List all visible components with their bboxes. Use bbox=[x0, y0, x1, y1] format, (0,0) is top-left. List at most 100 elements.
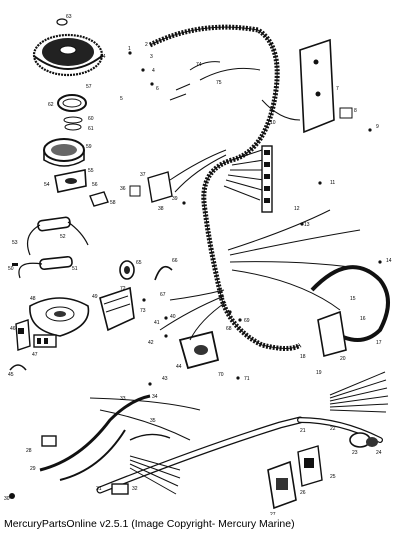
remote-cable-part[interactable] bbox=[297, 417, 383, 443]
callout-number: 33 bbox=[120, 396, 126, 402]
callout-number: 10 bbox=[270, 120, 276, 126]
callout-number: 66 bbox=[172, 258, 178, 264]
callout-number: 56 bbox=[92, 182, 98, 188]
callout-number: 70 bbox=[218, 372, 224, 378]
callout-number: 26 bbox=[300, 490, 306, 496]
callout-number: 32 bbox=[132, 486, 138, 492]
callout-number: 47 bbox=[32, 352, 38, 358]
callout-number: 19 bbox=[316, 370, 322, 376]
wire-bundle-part[interactable] bbox=[329, 371, 389, 413]
callout-number: 16 bbox=[360, 316, 366, 322]
callout-number: 30 bbox=[4, 496, 10, 502]
callout-number: 12 bbox=[294, 206, 300, 212]
callout-number: 3 bbox=[150, 54, 153, 60]
mounting-plate-part[interactable] bbox=[299, 38, 353, 134]
clip-part[interactable] bbox=[15, 319, 31, 351]
flywheel-part[interactable] bbox=[32, 33, 104, 77]
key-switch-part[interactable] bbox=[349, 432, 378, 448]
callout-number: 67 bbox=[160, 292, 166, 298]
callout-number: 14 bbox=[386, 258, 392, 264]
callout-number: 37 bbox=[140, 172, 146, 178]
callout-number: 24 bbox=[376, 450, 382, 456]
stator-part[interactable] bbox=[43, 138, 85, 167]
callout-number: 40 bbox=[170, 314, 176, 320]
bracket-part[interactable] bbox=[89, 191, 109, 207]
ignition-coil-part[interactable] bbox=[27, 216, 89, 256]
callout-number: 31 bbox=[96, 486, 102, 492]
callout-number: 22 bbox=[330, 426, 336, 432]
panel-plate-part[interactable] bbox=[267, 445, 323, 510]
callout-number: 60 bbox=[88, 116, 94, 122]
callout-number: 4 bbox=[152, 68, 155, 74]
callout-number: 41 bbox=[154, 320, 160, 326]
callout-number: 75 bbox=[216, 80, 222, 86]
callout-number: 7 bbox=[336, 86, 339, 92]
callout-number: 51 bbox=[72, 266, 78, 272]
callout-number: 2 bbox=[145, 42, 148, 48]
callout-number: 61 bbox=[88, 126, 94, 132]
callout-number: 58 bbox=[110, 200, 116, 206]
image-caption: MercuryPartsOnline v2.5.1 (Image Copyrig… bbox=[4, 518, 295, 530]
callout-number: 23 bbox=[352, 450, 358, 456]
callout-number: 74 bbox=[196, 62, 202, 68]
switch-box-part[interactable] bbox=[29, 297, 90, 337]
fuse-holder-part[interactable] bbox=[317, 310, 347, 358]
callout-number: 39 bbox=[172, 196, 178, 202]
callout-number: 62 bbox=[48, 102, 54, 108]
terminal-block-part[interactable] bbox=[33, 334, 57, 348]
callout-number: 52 bbox=[60, 234, 66, 240]
callout-number: 38 bbox=[158, 206, 164, 212]
callout-number: 43 bbox=[162, 376, 168, 382]
ignition-coil-part[interactable] bbox=[12, 255, 73, 279]
rectifier-part[interactable] bbox=[99, 286, 135, 332]
screw-hardware bbox=[128, 51, 382, 386]
callout-number: 44 bbox=[176, 364, 182, 370]
callout-number: 42 bbox=[148, 340, 154, 346]
callout-number: 18 bbox=[300, 354, 306, 360]
ground-wire-part[interactable] bbox=[39, 394, 151, 481]
callout-number: 20 bbox=[340, 356, 346, 362]
connector-part[interactable] bbox=[9, 435, 129, 499]
callout-number: 11 bbox=[330, 180, 335, 186]
callout-number: 65 bbox=[136, 260, 142, 266]
callout-number: 46 bbox=[10, 326, 16, 332]
callout-labels: 64 57 1 2 3 4 5 6 7 8 9 10 11 12 13 14 1… bbox=[4, 14, 392, 515]
callout-number: 5 bbox=[120, 96, 123, 102]
callout-number: 21 bbox=[300, 428, 306, 434]
harness-plug-part[interactable] bbox=[129, 433, 181, 495]
callout-number: 63 bbox=[66, 14, 72, 20]
callout-number: 36 bbox=[120, 186, 126, 192]
callout-number: 48 bbox=[30, 296, 36, 302]
callout-number: 71 bbox=[244, 376, 250, 382]
callout-number: 53 bbox=[12, 240, 18, 246]
callout-number: 64 bbox=[100, 54, 106, 60]
callout-number: 54 bbox=[44, 182, 50, 188]
callout-number: 15 bbox=[350, 296, 356, 302]
hook-part[interactable] bbox=[154, 265, 173, 281]
trigger-plate-part[interactable] bbox=[54, 169, 87, 193]
callout-number: 28 bbox=[26, 448, 32, 454]
callout-number: 73 bbox=[140, 308, 146, 314]
terminal-strip-part[interactable] bbox=[261, 145, 273, 213]
spark-plug-boot-part[interactable] bbox=[119, 260, 135, 280]
callout-number: 49 bbox=[92, 294, 98, 300]
callout-number: 13 bbox=[304, 222, 310, 228]
control-cable-part[interactable] bbox=[310, 265, 390, 342]
callout-number: 69 bbox=[244, 318, 250, 324]
callout-number: 35 bbox=[150, 418, 156, 424]
callout-number: 9 bbox=[376, 124, 379, 130]
battery-cable-part[interactable] bbox=[96, 416, 304, 494]
callout-number: 17 bbox=[376, 340, 382, 346]
retaining-ring-part[interactable] bbox=[9, 364, 27, 371]
main-wiring-harness[interactable] bbox=[148, 24, 302, 351]
callout-number: 45 bbox=[8, 372, 14, 378]
solenoid-part[interactable] bbox=[178, 330, 220, 370]
callout-number: 1 bbox=[128, 46, 131, 52]
relay-bracket-part[interactable] bbox=[129, 171, 173, 203]
callout-number: 59 bbox=[86, 144, 92, 150]
washer-part[interactable] bbox=[63, 116, 83, 131]
nut-part[interactable] bbox=[56, 18, 68, 26]
callout-number: 55 bbox=[88, 168, 94, 174]
starter-cup-part[interactable] bbox=[57, 94, 87, 112]
callout-number: 27 bbox=[270, 512, 276, 515]
